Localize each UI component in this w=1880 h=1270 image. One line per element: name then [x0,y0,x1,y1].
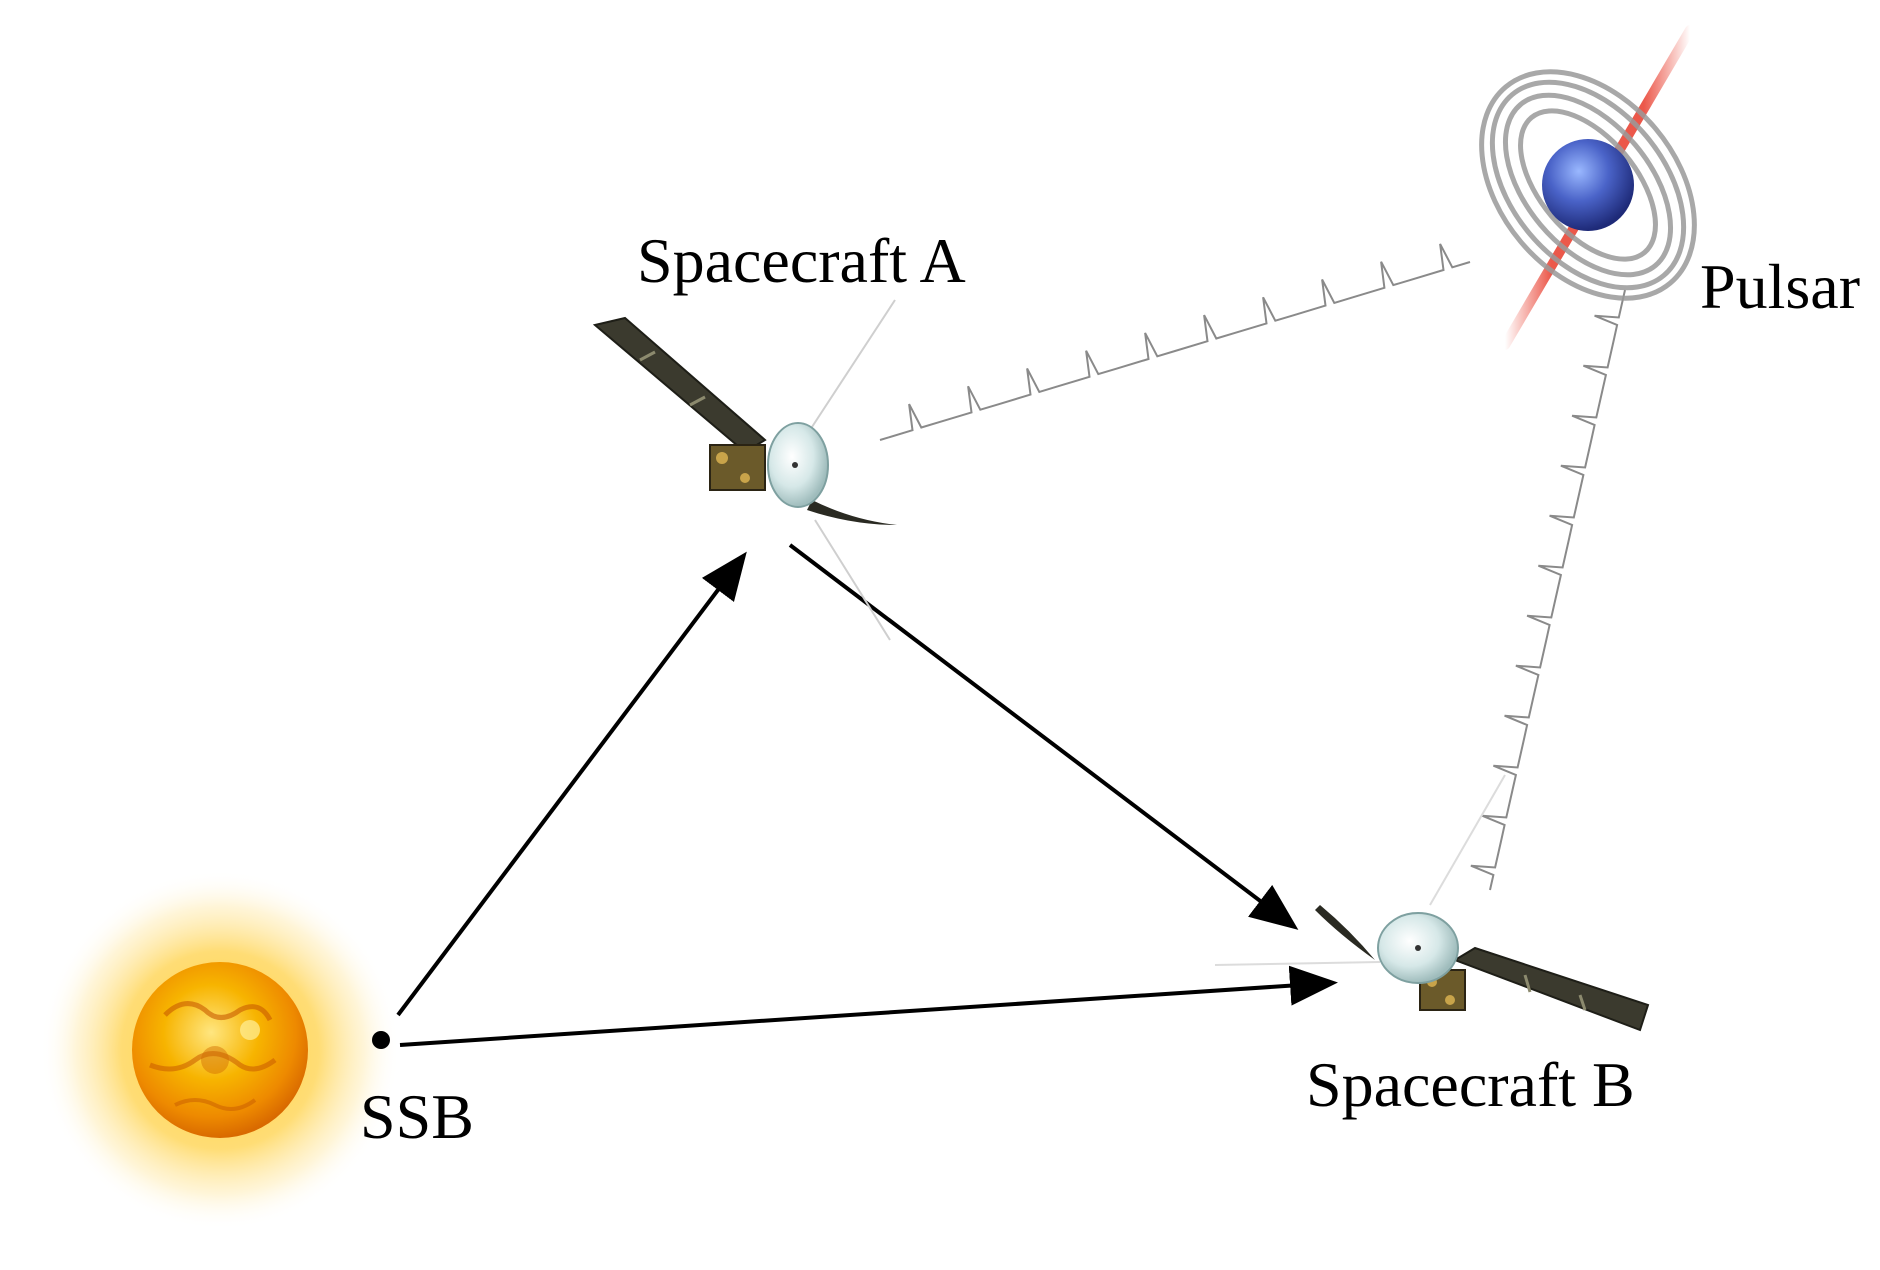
arrow-ssb-to-b [399,965,1338,1047]
ssb-point [372,1031,390,1049]
spacecraft-a-label: Spacecraft A [637,225,966,296]
spacecraft-b-label: Spacecraft B [1306,1049,1635,1120]
pulse-wave-line [1470,289,1626,891]
pulse-signal-to-a [879,243,1471,441]
spacecraft-a-icon [592,299,897,641]
arrow-ssb-to-a [396,551,747,1017]
arrow-a-to-b [788,543,1299,930]
pulsar-label: Pulsar [1700,251,1860,322]
sun-icon [40,870,400,1230]
pulse-wave-line [879,243,1471,441]
pulsar-icon [1479,25,1697,350]
ssb-label: SSB [360,1081,474,1152]
spacecraft-b-icon [1214,774,1650,1032]
pulse-signal-to-b [1470,289,1626,891]
